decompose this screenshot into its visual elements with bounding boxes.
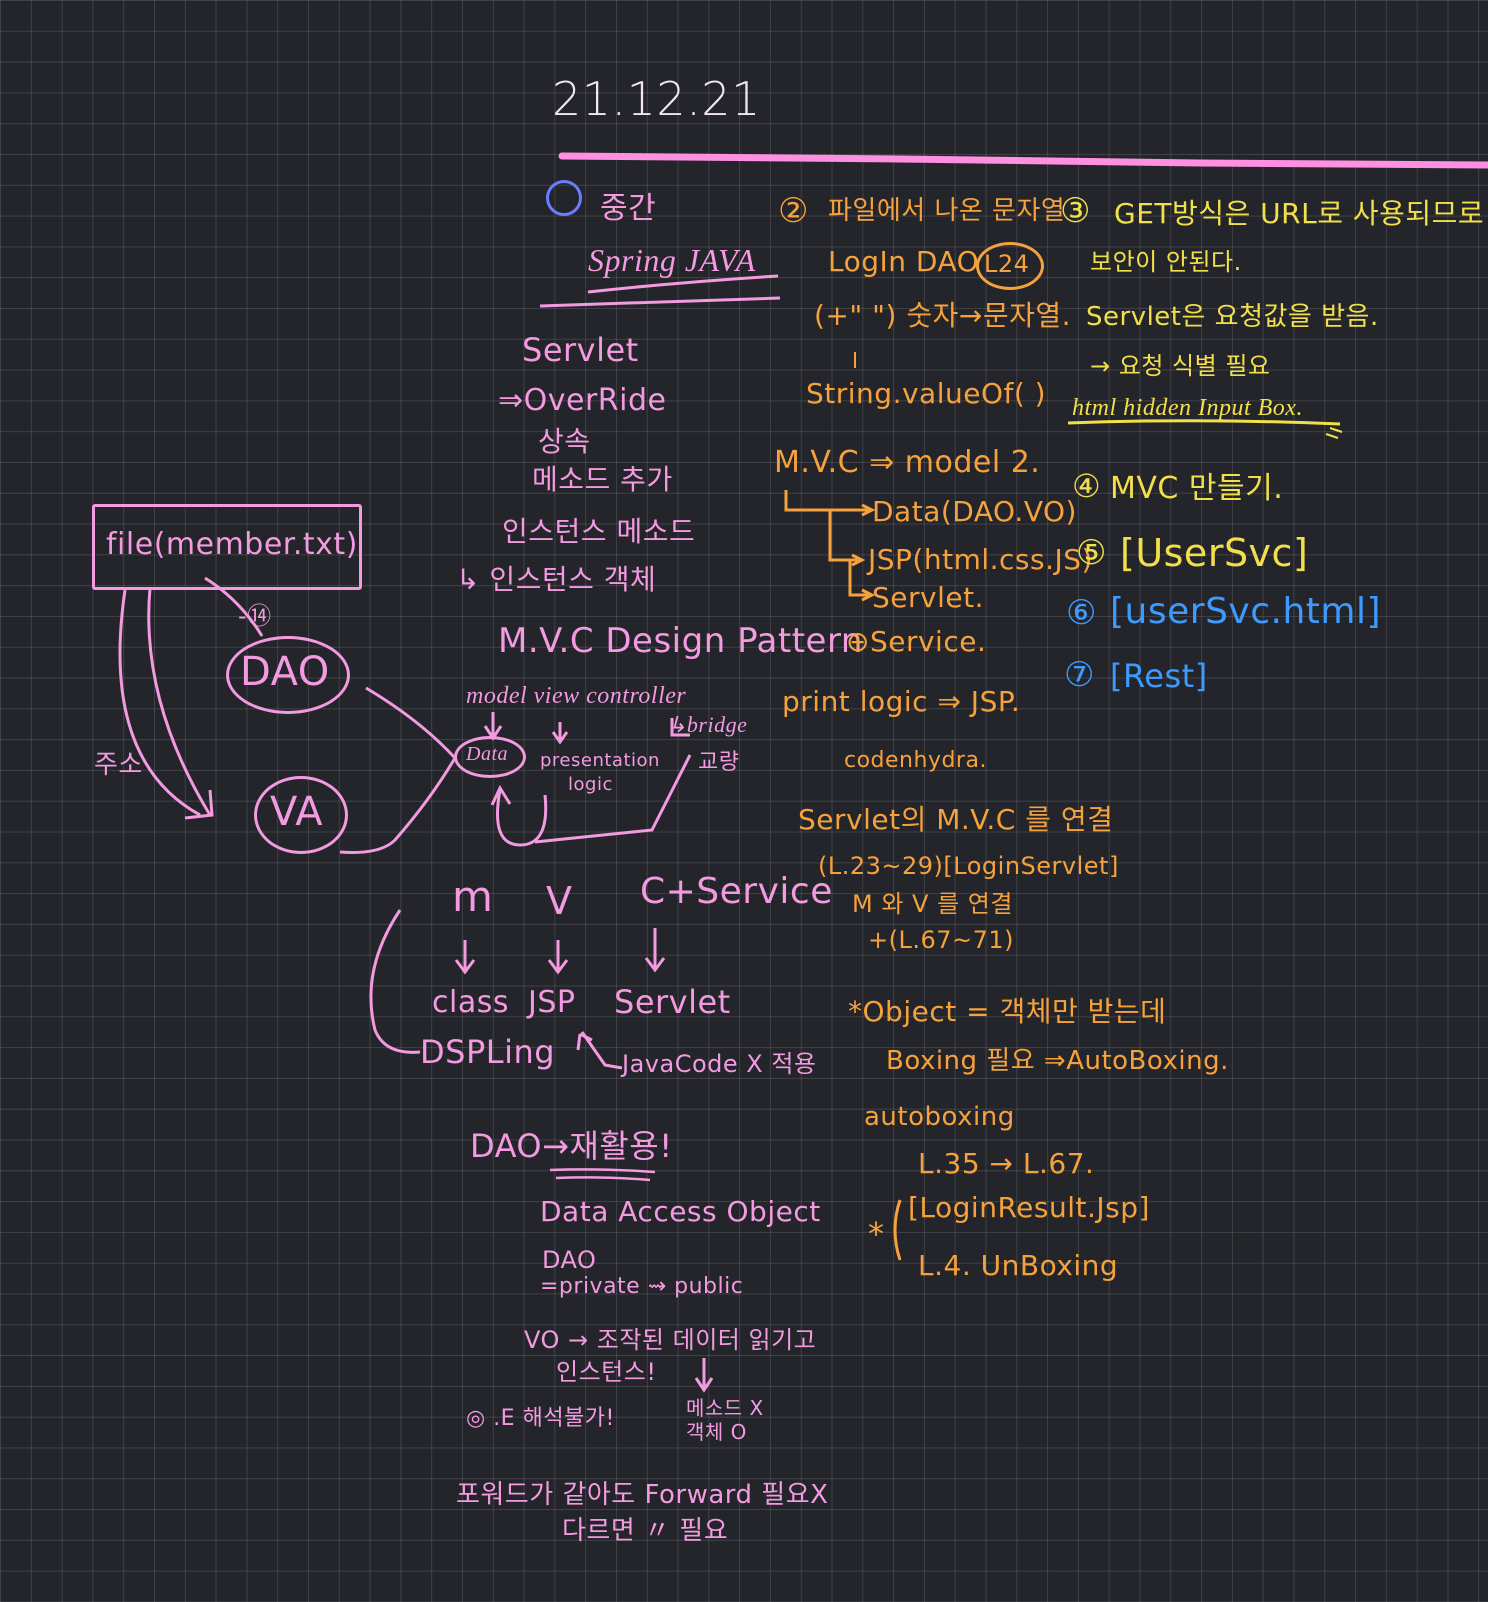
dao-reuse-title: DAO→재활용! [470,1130,673,1162]
m-v-connect: M 와 V 를 연결 [852,892,1013,916]
number-4-badge: ④ [1072,470,1101,502]
date-heading: 21.12.21 [552,76,761,122]
star-mark: * [868,1218,885,1250]
mvc-make-label: MVC 만들기. [1110,474,1283,504]
spring-java-label: Spring JAVA [588,244,756,276]
hidden-underline [1068,421,1340,424]
va-label: VA [270,792,323,832]
bracket-login-result [895,1200,900,1260]
override-label: ⇒OverRide [498,386,666,416]
dao-short: DAO [542,1248,596,1272]
spring-underline [588,276,778,292]
mvc2-jsp: JSP [528,988,575,1018]
address-label: 주소 [94,752,143,778]
logic-label: logic [568,776,613,794]
inherit-label: 상속 [538,428,591,456]
method-add-label: 메소드 추가 [532,466,673,494]
mvc2-m: m [452,876,493,918]
number-2-badge: ② [778,194,809,228]
l67-label: +(L.67~71) [868,928,1014,952]
mvc-tree-lines [786,490,870,595]
private-public: =private ⇝ public [540,1276,743,1298]
number-7-badge: ⑦ [1064,658,1095,692]
login-result-jsp: [LoginResult.Jsp] [908,1194,1150,1222]
object-note: *Object = 객체만 받는데 [848,998,1166,1026]
object-o: 객체 O [686,1422,747,1442]
l35-label: L.35 → L.67. [918,1150,1094,1178]
instance-method-label: 인스턴스 메소드 [502,518,695,546]
coden-label: codenhydra. [844,750,987,772]
mvc-model2-label: M.V.C ⇒ model 2. [774,448,1040,478]
number-5-badge: ⑤ [1076,536,1107,570]
data-dao-vo-label: Data(DAO.VO) [872,498,1077,526]
servlet-orange-label: Servlet. [872,584,984,612]
mvc-words-label: model view controller [466,684,686,708]
number-to-string-note: (+" ") 숫자→문자열. [814,302,1071,330]
mvc2-v: V [546,882,573,920]
javacode-label: JavaCode X 적용 [622,1052,817,1076]
servlet-label: Servlet [522,334,639,366]
dspling-label: DSPLing [420,1036,555,1068]
dao-full-name: Data Access Object [540,1198,821,1226]
jsp-html-label: JSP(html.css.JS) [868,546,1093,574]
request-id-note: → 요청 식별 필요 [1090,354,1270,378]
print-logic-label: print logic ⇒ JSP. [782,688,1020,716]
va-to-data-line [340,758,455,853]
date-divider-line [562,156,1488,165]
instance-object-label: ↳ 인스턴스 객체 [456,566,656,594]
mvc-bracket [371,910,420,1052]
l24-label: L24 [984,252,1029,276]
get-security-note: 보안이 안된다. [1090,250,1242,274]
boxing-note: Boxing 필요 ⇒AutoBoxing. [886,1048,1229,1074]
heading-midterm: 중간 [600,194,656,224]
dao-to-data-line [366,688,455,758]
autoboxing-label: autoboxing [864,1104,1015,1130]
bottom-note-1: 포워드가 같아도 Forward 필요X [456,1482,828,1508]
dao-label: DAO [240,652,330,692]
login-servlet-lines: (L.23~29)[LoginServlet] [818,854,1119,878]
data-label: Data [466,744,508,764]
usersvc-html-label: [userSvc.html] [1110,594,1381,630]
note-line: ◎ .E 해석불가! [466,1408,615,1430]
vo-line: VO → 조작된 데이터 읽기고 [524,1328,816,1352]
method-x: 메소드 X [686,1398,764,1418]
number-6-badge: ⑥ [1066,596,1097,630]
get-url-note: GET방식은 URL로 사용되므로 [1114,200,1484,228]
mvc2-servlet: Servlet [614,986,731,1018]
usersvc-label: [UserSvc] [1120,534,1308,572]
mvc2-class: class [432,988,509,1018]
vo-line2: 인스턴스! [556,1360,656,1384]
number-3-badge: ③ [1060,194,1091,228]
number-1-badge [546,180,582,216]
bottom-note-2: 다르면 〃 필요 [562,1518,728,1544]
file-mark-label: -⑭ [238,604,272,628]
service-label: ⊕Service. [846,628,986,656]
file-string-note: 파일에서 나온 문자열 [828,198,1065,224]
mvc2-c-service: C+Service [640,874,833,910]
bridge-label: ↳bridge [668,714,747,736]
servlet-mvc-connect: Servlet의 M.V.C 를 연결 [798,806,1113,834]
unboxing-label: L.4. UnBoxing [918,1252,1118,1280]
rest-label: [Rest] [1110,660,1208,692]
section-divider-line [540,298,780,306]
mvc-design-pattern-title: M.V.C Design Pattern [498,624,863,658]
bridge-ko-label: 교량 [698,752,739,774]
hidden-input-note: html hidden Input Box. [1072,396,1303,420]
login-dao-label: LogIn DAO [828,248,979,276]
servlet-request-note: Servlet은 요청값을 받음. [1086,304,1379,330]
string-valueof-label: String.valueOf( ) [806,380,1046,408]
file-member-label: file(member.txt) [106,530,358,560]
presentation-label: presentation [540,752,660,770]
